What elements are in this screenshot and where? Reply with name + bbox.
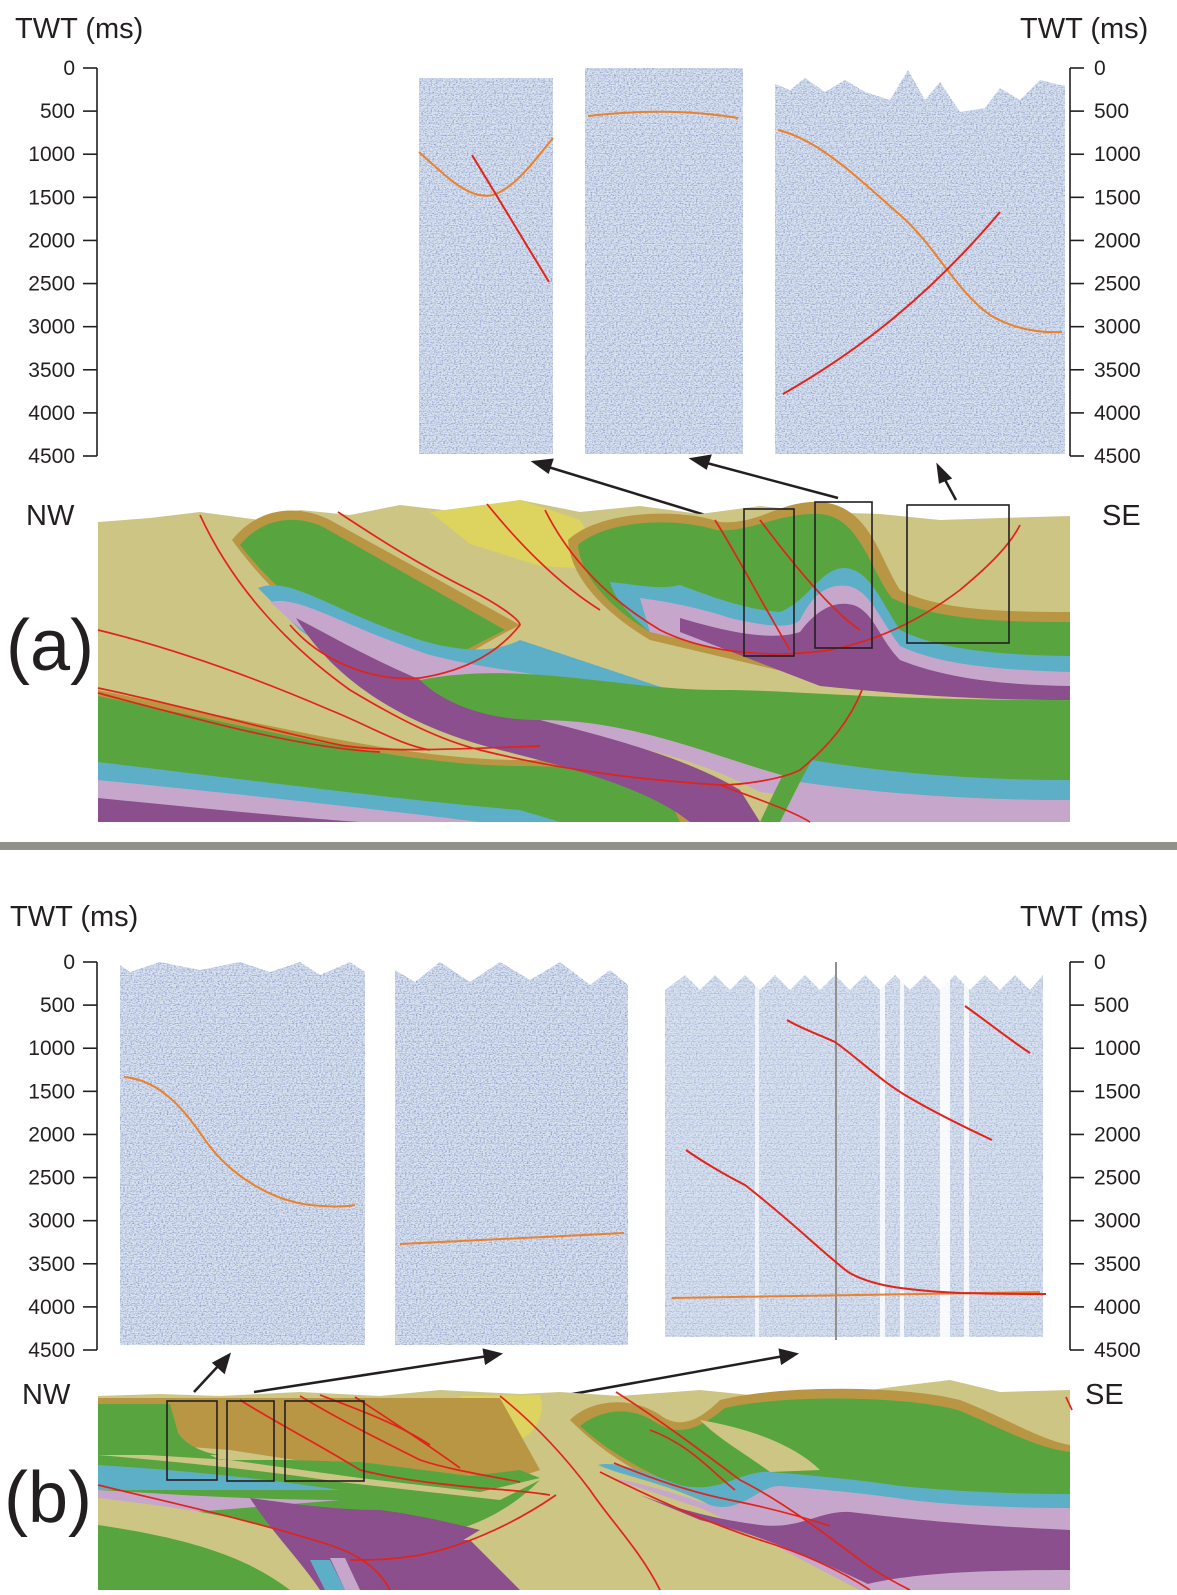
- fault-line: [471, 154, 550, 283]
- seismic-section-a2: [585, 68, 743, 454]
- panel-divider: [0, 842, 1177, 850]
- panel-b: TWT (ms) TWT (ms) 0 500 1000 1500 2000 2500 30…: [4, 901, 1148, 1591]
- pointer-arrows: [530, 454, 958, 524]
- tick-label: 2000: [28, 229, 75, 252]
- compass-nw: NW: [26, 500, 75, 532]
- seismic-section-b1: [120, 952, 365, 1345]
- tick-label: 3000: [28, 1210, 75, 1233]
- tick-label: 2000: [1094, 1123, 1141, 1146]
- tick-label: 3000: [1094, 316, 1141, 339]
- compass-se: SE: [1102, 500, 1141, 532]
- tick-label: 2500: [1094, 273, 1141, 296]
- tick-label: 4000: [28, 402, 75, 425]
- horizon-line: [777, 129, 1063, 334]
- tick-label: 1000: [1094, 1037, 1141, 1060]
- outcrop-boxes: [166, 1400, 365, 1482]
- tick-label: 1000: [28, 1037, 75, 1060]
- outcrop-boxes: [743, 501, 1010, 657]
- tick-label: 2500: [28, 1167, 75, 1190]
- panel-label-b: (b): [4, 1458, 92, 1538]
- tick-label: 500: [1094, 100, 1129, 123]
- tick-label: 500: [1094, 994, 1129, 1017]
- tick-label: 500: [40, 100, 75, 123]
- seismic-section-a1: [418, 78, 554, 454]
- tick-label: 1000: [1094, 143, 1141, 166]
- fault-line: [786, 1019, 993, 1141]
- axis-title-left: TWT (ms): [15, 13, 143, 45]
- twt-axis-right: 0 500 1000 1500 2000 2500 3000 3500 4000 4500: [1069, 951, 1141, 1362]
- horizon-line: [399, 1232, 625, 1245]
- seismic-section-b3: [665, 958, 1047, 1340]
- tick-label: 4000: [1094, 402, 1141, 425]
- tick-label: 4500: [28, 1339, 75, 1362]
- tick-label: 4500: [1094, 445, 1141, 468]
- axis-title-right: TWT (ms): [1020, 901, 1148, 933]
- tick-label: 2500: [28, 273, 75, 296]
- panel-label-a: (a): [6, 606, 94, 686]
- fault-lines: [97, 503, 1021, 823]
- tick-label: 3500: [1094, 1253, 1141, 1276]
- horizon-line: [587, 110, 739, 119]
- tick-label: 3500: [1094, 359, 1141, 382]
- horizon-line: [123, 1076, 356, 1208]
- twt-axis-left: 0 500 1000 1500 2000 2500 3000 3500 4000 4500: [28, 57, 98, 468]
- tick-label: 1500: [28, 186, 75, 209]
- panel-a: TWT (ms) TWT (ms) 0 500 1000 1500 2000 2500 30…: [6, 13, 1148, 823]
- geologic-cross-section-b: [97, 1380, 1073, 1591]
- tick-label: 2500: [1094, 1167, 1141, 1190]
- tick-label: 3000: [1094, 1210, 1141, 1233]
- seismic-section-b2: [395, 957, 628, 1345]
- tick-label: 3000: [28, 316, 75, 339]
- axis-title-left: TWT (ms): [10, 901, 138, 933]
- compass-se: SE: [1085, 1379, 1124, 1411]
- tick-label: 3500: [28, 1253, 75, 1276]
- twt-axis-right: 0 500 1000 1500 2000 2500 3000 3500 4000 4500: [1069, 57, 1141, 468]
- geologic-cross-section-a: [97, 500, 1070, 823]
- fault-line: [782, 211, 1001, 395]
- fault-lines: [97, 1391, 1073, 1591]
- fault-line: [964, 1005, 1031, 1054]
- compass-nw: NW: [22, 1379, 71, 1411]
- tick-label: 4000: [28, 1296, 75, 1319]
- tick-label: 4500: [1094, 1339, 1141, 1362]
- tick-label: 1500: [1094, 186, 1141, 209]
- tick-label: 4000: [1094, 1296, 1141, 1319]
- tick-label: 500: [40, 994, 75, 1017]
- tick-label: 0: [1094, 951, 1106, 974]
- axis-title-right: TWT (ms): [1020, 13, 1148, 45]
- tick-label: 0: [63, 951, 75, 974]
- tick-label: 1500: [1094, 1080, 1141, 1103]
- tick-label: 2000: [1094, 229, 1141, 252]
- tick-label: 1000: [28, 143, 75, 166]
- tick-label: 4500: [28, 445, 75, 468]
- fault-line: [685, 1149, 1047, 1295]
- horizon-line: [418, 137, 554, 197]
- tick-label: 0: [1094, 57, 1106, 80]
- tick-label: 0: [63, 57, 75, 80]
- twt-axis-left: 0 500 1000 1500 2000 2500 3000 3500 4000 4500: [28, 951, 98, 1362]
- tick-label: 2000: [28, 1123, 75, 1146]
- tick-label: 1500: [28, 1080, 75, 1103]
- tick-label: 3500: [28, 359, 75, 382]
- seismic-section-a3: [775, 66, 1065, 454]
